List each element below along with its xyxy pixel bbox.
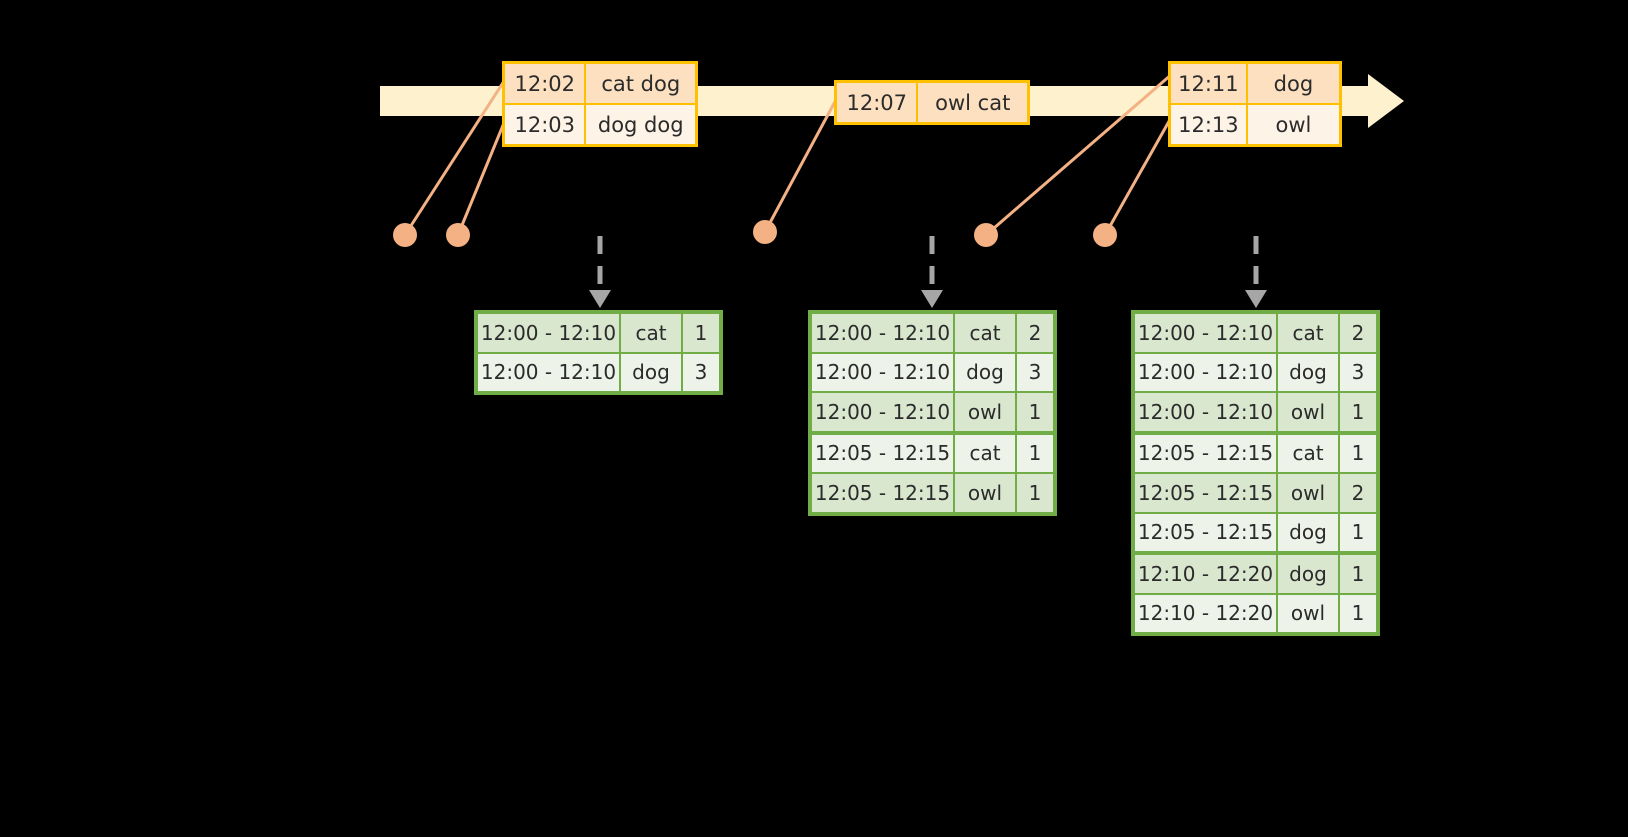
- cell-count: 1: [1028, 480, 1042, 505]
- connector-line: [456, 117, 508, 236]
- connector-line: [763, 95, 840, 233]
- cell-window: 12:00 - 12:10: [1135, 393, 1278, 431]
- event-time: 12:02: [505, 64, 587, 103]
- cell-window: 12:00 - 12:10: [1135, 353, 1278, 391]
- cell-word: dog: [1278, 513, 1340, 551]
- cell-word: owl: [1278, 594, 1340, 632]
- event-words: owl cat: [935, 90, 1011, 115]
- cell-count: 2: [1028, 320, 1042, 345]
- cell-window: 12:05 - 12:15: [1135, 434, 1278, 472]
- dashed-arrow-head-icon: [1245, 290, 1267, 308]
- connector-dots: [393, 220, 1117, 247]
- event-box-2[interactable]: 12:07 owl cat: [834, 80, 1030, 125]
- cell-window: 12:05 - 12:15: [1135, 474, 1278, 512]
- event-words: cat dog: [601, 71, 681, 96]
- event-time: 12:03: [505, 105, 587, 144]
- cell-window: 12:00 - 12:10: [812, 393, 955, 431]
- timeline-arrow-icon: [1368, 74, 1404, 128]
- cell-count: 1: [1028, 441, 1042, 466]
- cell-window: 12:05 - 12:15: [812, 434, 955, 472]
- event-row: 12:13 owl: [1171, 103, 1339, 144]
- cell-window: 12:00 - 12:10: [812, 353, 955, 391]
- event-words: dog dog: [597, 112, 684, 137]
- event-time: 12:07: [837, 83, 919, 122]
- cell-word: cat: [955, 434, 1017, 472]
- cell-count: 1: [1028, 399, 1042, 424]
- cell-count: 3: [1028, 360, 1042, 385]
- cell-count: 1: [694, 320, 708, 345]
- cell-word: cat: [621, 314, 683, 352]
- cell-window: 12:05 - 12:15: [812, 474, 955, 512]
- cell-count: 1: [1351, 561, 1365, 586]
- event-row: 12:07 owl cat: [837, 83, 1027, 122]
- cell-word: dog: [955, 353, 1017, 391]
- cell-count: 3: [694, 360, 708, 385]
- connector-dot: [1093, 223, 1117, 247]
- cell-word: dog: [621, 353, 683, 391]
- cell-word: cat: [1278, 314, 1340, 352]
- dashed-arrow-head-icon: [589, 290, 611, 308]
- connector-line: [1103, 115, 1174, 236]
- event-time: 12:13: [1171, 105, 1248, 144]
- cell-count: 1: [1351, 399, 1365, 424]
- cell-word: owl: [1278, 393, 1340, 431]
- cell-count: 1: [1351, 601, 1365, 626]
- connector-dot: [393, 223, 417, 247]
- cell-window: 12:00 - 12:10: [1135, 314, 1278, 352]
- event-words: owl: [1275, 112, 1312, 137]
- event-row: 12:11 dog: [1171, 64, 1339, 103]
- cell-word: cat: [955, 314, 1017, 352]
- cell-count: 3: [1351, 360, 1365, 385]
- cell-count: 1: [1351, 520, 1365, 545]
- cell-window: 12:00 - 12:10: [812, 314, 955, 352]
- cell-window: 12:10 - 12:20: [1135, 555, 1278, 593]
- event-box-3[interactable]: 12:11 dog 12:13 owl: [1168, 61, 1342, 147]
- event-row: 12:02 cat dog: [505, 64, 695, 103]
- cell-word: dog: [1278, 353, 1340, 391]
- connector-dot: [753, 220, 777, 244]
- event-time: 12:11: [1171, 64, 1248, 103]
- dashed-arrow-head-icon: [921, 290, 943, 308]
- cell-word: cat: [1278, 434, 1340, 472]
- cell-word: owl: [955, 474, 1017, 512]
- cell-count: 2: [1351, 320, 1365, 345]
- dashed-arrows: [589, 236, 1267, 308]
- cell-count: 2: [1351, 480, 1365, 505]
- cell-window: 12:00 - 12:10: [478, 353, 621, 391]
- cell-window: 12:05 - 12:15: [1135, 513, 1278, 551]
- connector-dot: [446, 223, 470, 247]
- cell-word: dog: [1278, 555, 1340, 593]
- cell-window: 12:00 - 12:10: [478, 314, 621, 352]
- event-words: dog: [1273, 71, 1314, 96]
- connector-dot: [974, 223, 998, 247]
- cell-word: owl: [1278, 474, 1340, 512]
- cell-window: 12:10 - 12:20: [1135, 594, 1278, 632]
- event-row: 12:03 dog dog: [505, 103, 695, 144]
- cell-word: owl: [955, 393, 1017, 431]
- cell-count: 1: [1351, 441, 1365, 466]
- event-box-1[interactable]: 12:02 cat dog 12:03 dog dog: [502, 61, 698, 147]
